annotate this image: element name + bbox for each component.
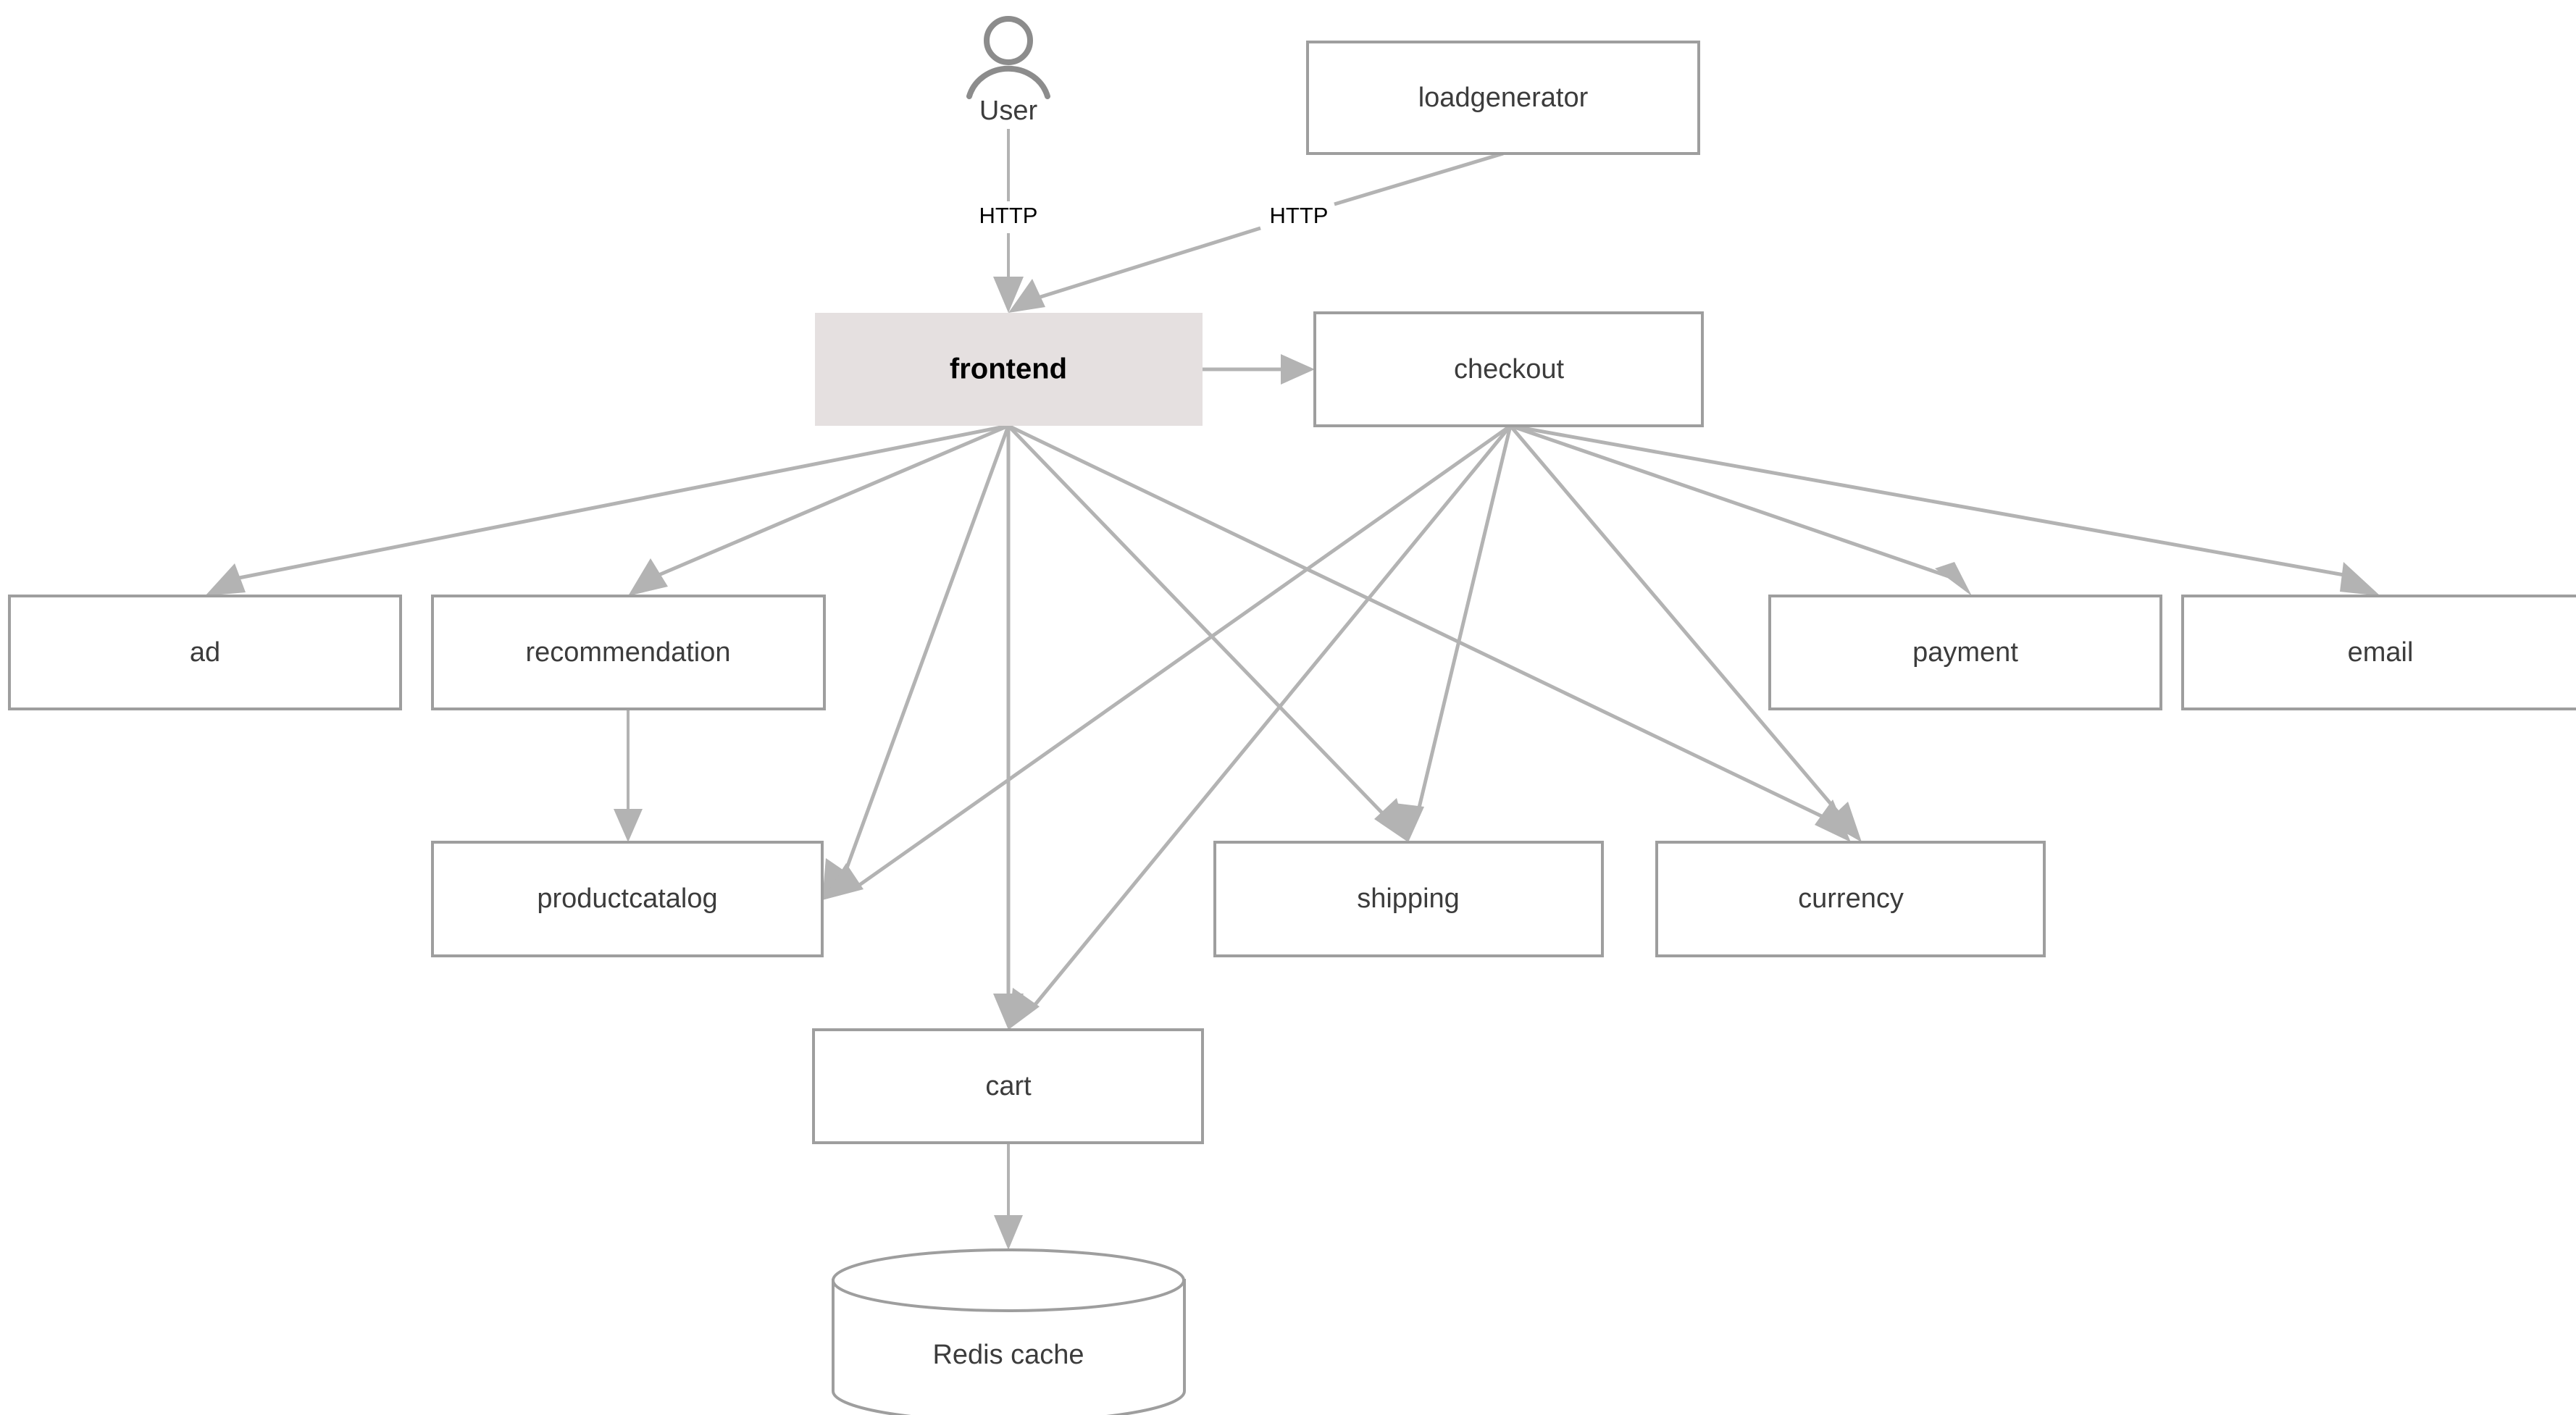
node-cart-label: cart bbox=[985, 1071, 1032, 1101]
node-payment-rect bbox=[1768, 595, 2162, 710]
edge-loadgenerator-to-frontend bbox=[1008, 151, 1504, 313]
actor-user[interactable]: User bbox=[966, 16, 1050, 126]
node-cart-rect bbox=[812, 1028, 1204, 1144]
edge-user-to-frontend bbox=[993, 129, 1024, 313]
edge-frontend-to-shipping bbox=[1007, 424, 1408, 842]
node-ad[interactable]: ad bbox=[8, 595, 402, 710]
node-loadgenerator-label: loadgenerator bbox=[1418, 83, 1589, 113]
node-payment-label: payment bbox=[1912, 637, 2018, 668]
edge-label-layer: HTTP HTTP bbox=[979, 203, 1329, 228]
node-productcatalog-label: productcatalog bbox=[537, 883, 717, 914]
person-icon-body bbox=[966, 65, 1050, 99]
node-frontend-rect bbox=[815, 313, 1203, 426]
edge-label-http-loadgenerator: HTTP bbox=[1270, 203, 1329, 228]
node-currency[interactable]: currency bbox=[1655, 841, 2046, 957]
node-loadgenerator-rect bbox=[1306, 41, 1700, 155]
node-recommendation[interactable]: recommendation bbox=[431, 595, 826, 710]
edge-layer bbox=[205, 129, 2380, 1250]
edge-frontend-to-currency bbox=[1007, 424, 1851, 842]
edge-frontend-to-productcatalog bbox=[822, 425, 1011, 900]
node-productcatalog[interactable]: productcatalog bbox=[431, 841, 824, 957]
node-productcatalog-rect bbox=[431, 841, 824, 957]
cylinder-body bbox=[832, 1279, 1186, 1415]
edge-checkout-to-shipping bbox=[1394, 425, 1513, 842]
edge-cart-to-redis-cache bbox=[994, 1143, 1023, 1250]
node-checkout-label: checkout bbox=[1454, 354, 1565, 385]
datastore-redis-cache[interactable]: Redis cache bbox=[832, 1248, 1186, 1415]
node-email-rect bbox=[2181, 595, 2576, 710]
node-currency-rect bbox=[1655, 841, 2046, 957]
node-shipping-label: shipping bbox=[1357, 883, 1460, 914]
edge-checkout-to-payment bbox=[1510, 424, 1972, 596]
node-currency-label: currency bbox=[1798, 883, 1904, 914]
edge-label-http-user: HTTP bbox=[979, 203, 1038, 228]
node-frontend[interactable]: frontend bbox=[815, 313, 1203, 426]
edge-checkout-to-email bbox=[1510, 424, 2380, 596]
node-shipping[interactable]: shipping bbox=[1213, 841, 1604, 957]
node-shipping-rect bbox=[1213, 841, 1604, 957]
node-payment[interactable]: payment bbox=[1768, 595, 2162, 710]
edge-recommendation-to-productcatalog bbox=[614, 709, 643, 842]
edge-checkout-to-productcatalog bbox=[822, 424, 1512, 900]
person-icon-head bbox=[984, 16, 1033, 65]
node-checkout[interactable]: checkout bbox=[1313, 311, 1704, 427]
node-ad-rect bbox=[8, 595, 402, 710]
edge-frontend-to-checkout bbox=[1203, 354, 1315, 385]
cylinder-top bbox=[832, 1248, 1185, 1312]
edge-checkout-to-currency bbox=[1509, 424, 1862, 842]
node-ad-label: ad bbox=[190, 637, 220, 668]
edge-frontend-to-ad bbox=[205, 424, 1009, 596]
node-loadgenerator[interactable]: loadgenerator bbox=[1306, 41, 1700, 155]
edge-checkout-to-cart bbox=[1008, 424, 1512, 1030]
node-email[interactable]: email bbox=[2181, 595, 2576, 710]
actor-user-label: User bbox=[979, 96, 1038, 126]
node-cart[interactable]: cart bbox=[812, 1028, 1204, 1144]
node-recommendation-rect bbox=[431, 595, 826, 710]
node-recommendation-label: recommendation bbox=[525, 637, 730, 668]
edge-frontend-to-recommendation bbox=[628, 424, 1009, 596]
edge-frontend-to-cart bbox=[993, 426, 1024, 1030]
datastore-redis-cache-label: Redis cache bbox=[932, 1340, 1084, 1370]
node-email-label: email bbox=[2348, 637, 2414, 668]
node-checkout-rect bbox=[1313, 311, 1704, 427]
node-frontend-label: frontend bbox=[950, 353, 1067, 385]
